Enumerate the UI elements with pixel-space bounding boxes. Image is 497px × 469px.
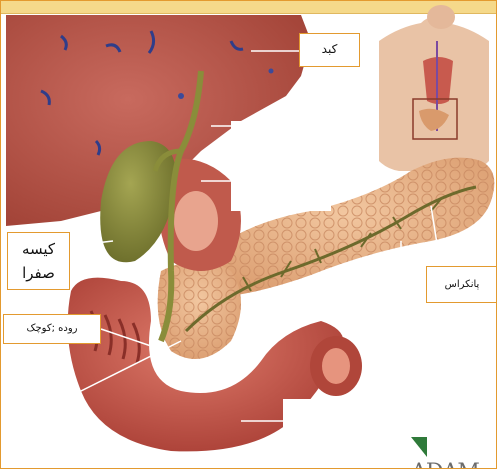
adam-logo-text: ADAM [411, 460, 479, 469]
blank-label-area [283, 399, 408, 468]
liver-label: کبد [299, 33, 360, 67]
liver-spot [178, 93, 184, 99]
small-intestine-label: روده ;کوچک [3, 314, 101, 344]
torso-inset [379, 5, 489, 171]
pancreas-label: پانکراس [426, 266, 497, 303]
intestine-lumen-inner [322, 348, 350, 384]
liver-spot [269, 69, 274, 74]
adam-logo: ADAM [411, 435, 496, 469]
adam-logo-mark-icon [411, 437, 427, 457]
blank-label-area [336, 279, 426, 319]
blank-label-area [231, 121, 331, 211]
stomach-lumen [174, 191, 218, 251]
gallbladder-label: کیسه صفرا [7, 232, 70, 290]
